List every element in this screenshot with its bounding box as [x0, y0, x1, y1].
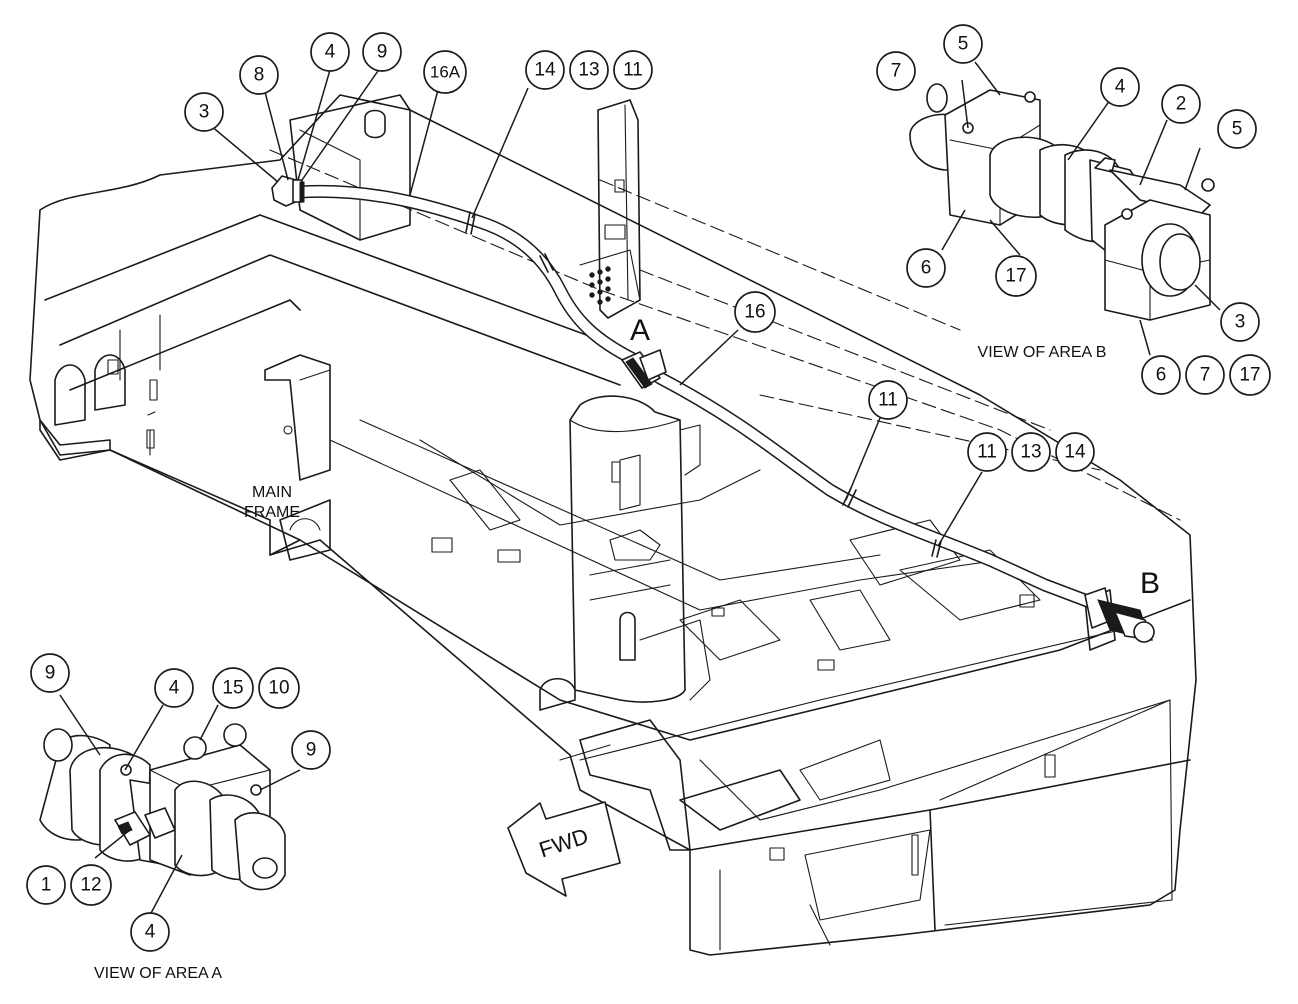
callout-17-b-bottom: 17	[1229, 354, 1271, 396]
callout-16: 16	[734, 291, 776, 333]
callout-number: 16A	[430, 63, 461, 82]
callout-number: 14	[534, 60, 556, 81]
callout-number: 4	[169, 678, 180, 699]
callout-1: 1	[26, 865, 66, 905]
callout-number: 7	[891, 61, 902, 82]
callout-4-rear: 4	[310, 32, 350, 72]
callout-number: 2	[1176, 94, 1187, 115]
area-b-valve	[1084, 587, 1155, 643]
callout-4-a-top: 4	[154, 668, 194, 708]
callout-11-right: 11	[967, 432, 1007, 472]
area-a-valve	[621, 349, 667, 389]
callout-number: 16	[744, 302, 765, 323]
callout-number: 3	[199, 102, 210, 123]
callout-number: 13	[1020, 442, 1041, 463]
area-b-detail-drawing	[909, 83, 1215, 321]
callout-9-a-right: 9	[291, 730, 331, 770]
view-of-area-b-caption: VIEW OF AREA B	[978, 344, 1107, 361]
callout-number: 9	[306, 740, 317, 761]
hose-assembly	[271, 175, 1155, 643]
callout-number: 5	[1232, 119, 1243, 140]
callout-3-b: 3	[1220, 302, 1260, 342]
callout-number: 15	[222, 678, 243, 699]
callout-13-right: 13	[1011, 432, 1051, 472]
callout-4-b: 4	[1100, 67, 1140, 107]
callout-number: 5	[958, 34, 969, 55]
callout-number: 9	[45, 663, 56, 684]
callout-number: 17	[1005, 266, 1026, 287]
forward-direction-arrow: FWD	[507, 801, 621, 897]
callout-6-b-left: 6	[906, 248, 946, 288]
callout-number: 7	[1200, 365, 1211, 386]
callout-number: 11	[623, 60, 643, 81]
callout-number: 6	[1156, 365, 1167, 386]
callout-number: 12	[80, 875, 101, 896]
callout-9-a-left: 9	[30, 653, 70, 693]
area-b-label: B	[1140, 567, 1160, 600]
callout-7-b-top: 7	[876, 51, 916, 91]
callout-number: 13	[578, 60, 599, 81]
callout-number: 10	[268, 678, 289, 699]
hole-pattern	[589, 266, 611, 305]
callout-number: 11	[977, 442, 997, 463]
callout-6-b-bottom: 6	[1141, 355, 1181, 395]
callout-number: 4	[1115, 77, 1126, 98]
callout-7-b-bottom: 7	[1185, 355, 1225, 395]
callout-number: 6	[921, 258, 932, 279]
main-frame-label-line1: MAIN	[252, 484, 292, 501]
callout-number: 17	[1239, 365, 1260, 386]
callout-3-rear: 3	[184, 92, 224, 132]
callout-11-top: 11	[613, 50, 653, 90]
view-of-area-a-caption: VIEW OF AREA A	[94, 965, 222, 982]
callout-11-mid: 11	[868, 380, 908, 420]
callout-number: 3	[1235, 312, 1246, 333]
callout-13-top: 13	[569, 50, 609, 90]
callout-12: 12	[70, 864, 112, 906]
callout-number: 4	[325, 42, 336, 63]
callout-16a: 16A	[423, 50, 467, 94]
main-frame-drawing	[29, 94, 1197, 956]
callout-number: 9	[377, 42, 388, 63]
callout-number: 8	[254, 65, 265, 86]
callout-10: 10	[258, 667, 300, 709]
main-frame-label-line2: FRAME	[244, 504, 300, 521]
callout-17-b-left: 17	[995, 255, 1037, 297]
callout-number: 1	[41, 875, 52, 896]
callout-2: 2	[1161, 84, 1201, 124]
callout-5-b-top: 5	[943, 24, 983, 64]
callout-number: 14	[1064, 442, 1086, 463]
callout-9-rear: 9	[362, 32, 402, 72]
callout-4-a-bottom: 4	[130, 912, 170, 952]
callout-number: 11	[878, 390, 898, 411]
leader-lines	[59, 61, 1221, 916]
callout-14-top: 14	[525, 50, 565, 90]
callout-number: 4	[145, 922, 156, 943]
area-a-label: A	[630, 314, 650, 347]
callout-8: 8	[239, 55, 279, 95]
callout-14-right: 14	[1055, 432, 1095, 472]
callout-5-b-right: 5	[1217, 109, 1257, 149]
area-a-detail-drawing	[39, 723, 286, 891]
rear-elbow-fitting	[271, 175, 305, 207]
callout-15: 15	[212, 667, 254, 709]
